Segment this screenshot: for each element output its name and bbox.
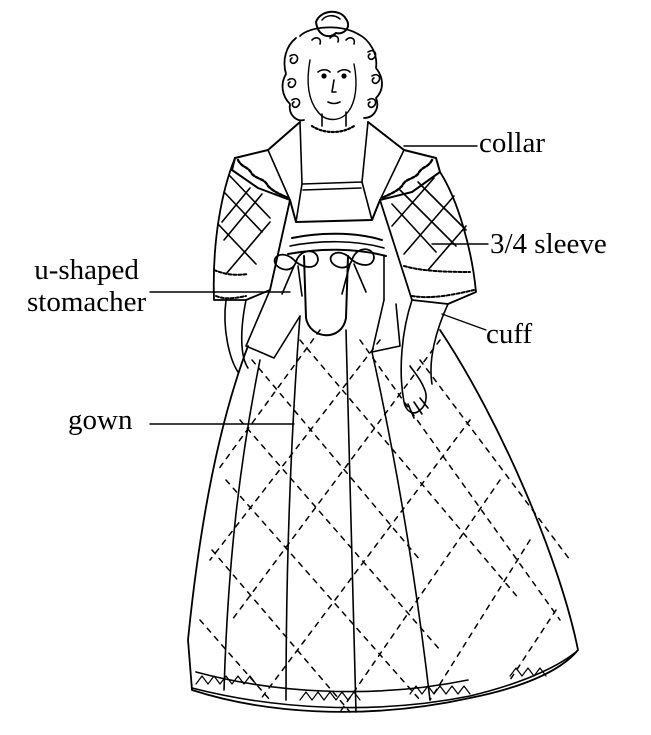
gown-label: gown bbox=[68, 404, 132, 436]
leader-lines bbox=[150, 146, 488, 424]
stomacher-label-line2: stomacher bbox=[27, 286, 146, 318]
collar-label: collar bbox=[479, 127, 545, 159]
stomacher-label: u-shaped stomacher bbox=[27, 254, 146, 318]
cuff-label: cuff bbox=[486, 318, 532, 350]
gown-skirt bbox=[188, 316, 578, 712]
cuff-leader-line bbox=[442, 314, 486, 330]
head bbox=[283, 12, 382, 132]
sleeve-label: 3/4 sleeve bbox=[490, 228, 607, 260]
stomacher-label-line1: u-shaped bbox=[27, 254, 146, 286]
